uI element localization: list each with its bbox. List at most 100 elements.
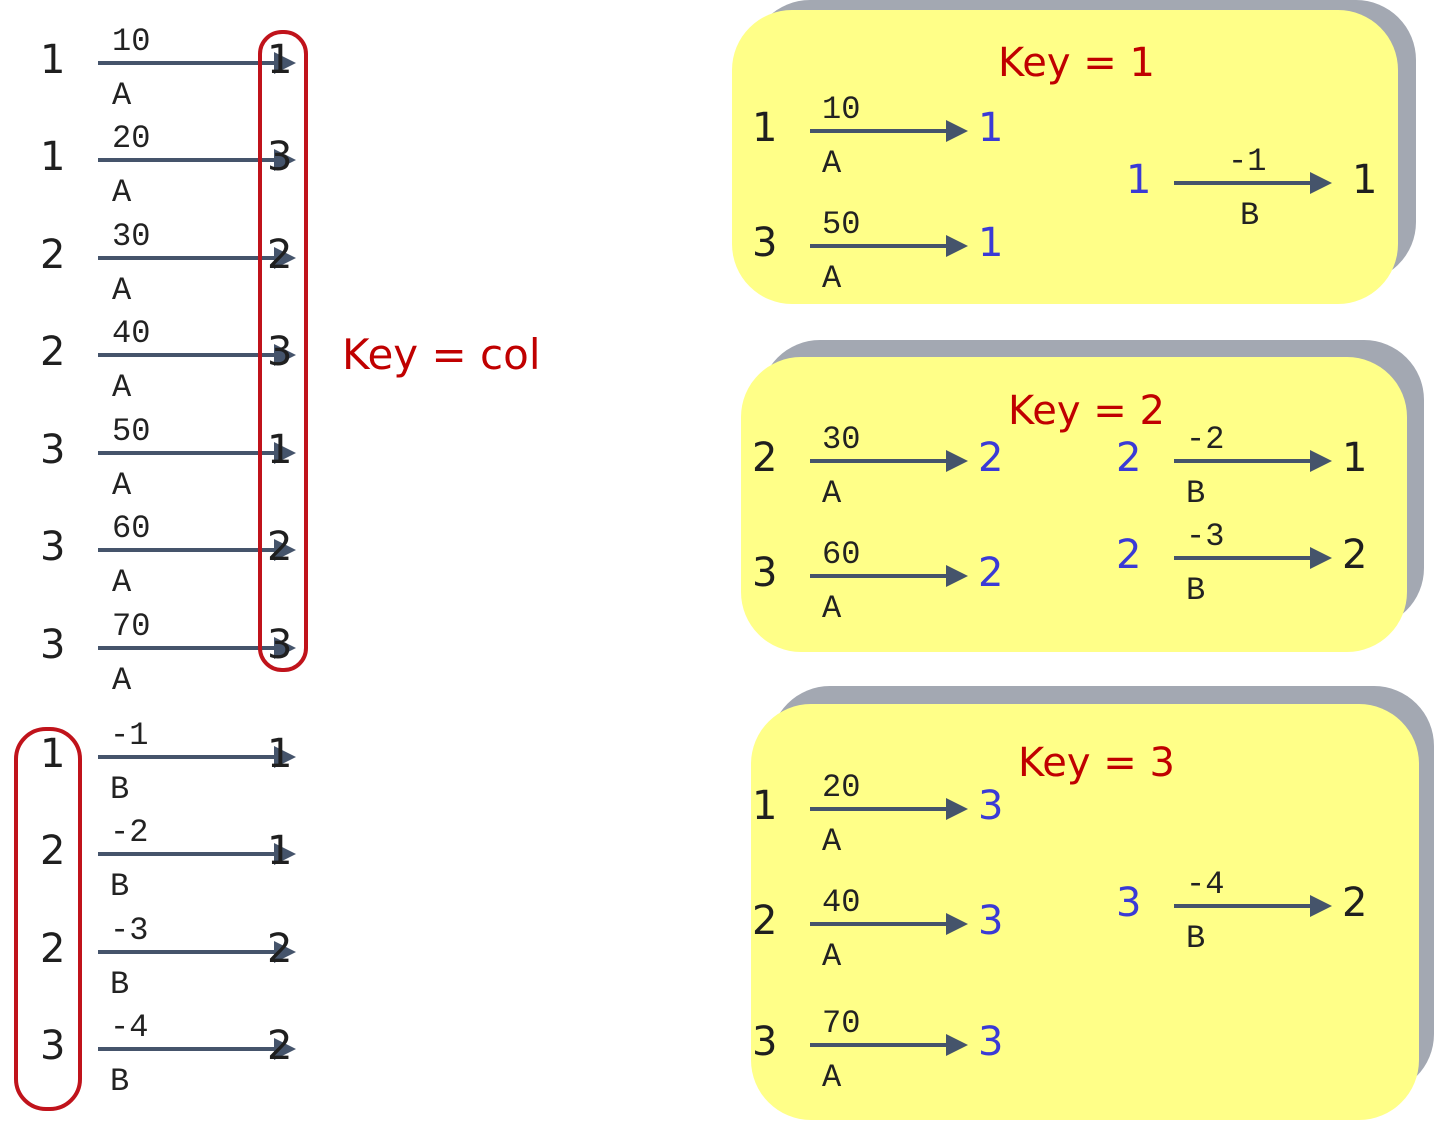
entry-col-index: 3 [978, 783, 1004, 829]
entry-col-index: 2 [1342, 880, 1368, 926]
entry-col-index: 3 [978, 898, 1004, 944]
entry-matrix-label: B [1186, 920, 1206, 957]
entry-row-index: 2 [1116, 532, 1142, 578]
entry-row-index: 2 [40, 926, 66, 972]
entry-value: 60 [112, 510, 151, 547]
entry-matrix-label: A [822, 145, 842, 182]
group-title: Key = 3 [1018, 740, 1175, 786]
entry-row-index: 3 [40, 1023, 66, 1069]
entry-matrix-label: A [112, 77, 132, 114]
arrow-right-icon [98, 247, 296, 269]
key-col-label: Key = col [342, 330, 541, 379]
entry-value: 50 [112, 413, 151, 450]
entry-matrix-label: B [110, 868, 130, 905]
entry-row-index: 3 [752, 550, 778, 596]
entry-col-index: 1 [267, 731, 293, 777]
entry-value: 70 [822, 1005, 861, 1042]
entry-value: 70 [112, 608, 151, 645]
entry-col-index: 3 [978, 1019, 1004, 1065]
entry-value: -2 [110, 814, 149, 851]
entry-row-index: 1 [752, 783, 778, 829]
entry-value: 10 [822, 91, 861, 128]
entry-value: 10 [112, 23, 151, 60]
entry-matrix-label: B [110, 1063, 130, 1100]
entry-value: 20 [822, 769, 861, 806]
entry-value: 60 [822, 536, 861, 573]
entry-matrix-label: B [110, 966, 130, 1003]
entry-matrix-label: A [822, 1059, 842, 1096]
arrow-right-icon [810, 120, 968, 142]
arrow-right-icon [810, 798, 968, 820]
arrow-right-icon [810, 1034, 968, 1056]
entry-col-index: 1 [978, 220, 1004, 266]
entry-col-index: 2 [267, 926, 293, 972]
entry-matrix-label: B [1186, 475, 1206, 512]
arrow-right-icon [98, 843, 296, 865]
entry-value: -4 [110, 1009, 149, 1046]
group-title: Key = 2 [1008, 388, 1165, 434]
group-box-key-2 [741, 357, 1407, 652]
entry-value: -1 [110, 717, 149, 754]
entry-value: -3 [110, 912, 149, 949]
entry-col-index: 1 [978, 105, 1004, 151]
entry-col-index: 2 [1342, 532, 1368, 578]
entry-matrix-label: A [112, 467, 132, 504]
entry-matrix-label: A [822, 475, 842, 512]
entry-matrix-label: B [110, 771, 130, 808]
entry-row-index: 1 [1126, 157, 1152, 203]
row-key-outline [14, 727, 82, 1111]
entry-row-index: 1 [40, 37, 66, 83]
entry-row-index: 3 [40, 427, 66, 473]
arrow-right-icon [810, 565, 968, 587]
entry-value: 30 [822, 421, 861, 458]
arrow-right-icon [810, 913, 968, 935]
entry-col-index: 2 [978, 550, 1004, 596]
arrow-right-icon [98, 746, 296, 768]
entry-matrix-label: A [112, 369, 132, 406]
column-key-outline [258, 30, 308, 672]
entry-matrix-label: A [822, 260, 842, 297]
entry-row-index: 3 [40, 524, 66, 570]
entry-row-index: 1 [752, 105, 778, 151]
group-box-key-3 [751, 704, 1419, 1120]
entry-value: 30 [112, 218, 151, 255]
entry-matrix-label: A [822, 590, 842, 627]
entry-row-index: 3 [40, 622, 66, 668]
entry-row-index: 2 [752, 435, 778, 481]
arrow-right-icon [98, 941, 296, 963]
entry-value: 40 [112, 315, 151, 352]
entry-matrix-label: A [112, 662, 132, 699]
entry-row-index: 1 [40, 134, 66, 180]
arrow-right-icon [1174, 450, 1332, 472]
arrow-right-icon [1174, 547, 1332, 569]
entry-col-index: 3 [267, 134, 293, 180]
entry-col-index: 2 [267, 1023, 293, 1069]
arrow-right-icon [98, 52, 296, 74]
arrow-right-icon [810, 235, 968, 257]
entry-row-index: 2 [40, 828, 66, 874]
entry-col-index: 2 [267, 232, 293, 278]
entry-value: -2 [1186, 421, 1225, 458]
entry-value: 50 [822, 206, 861, 243]
arrow-right-icon [1174, 895, 1332, 917]
entry-col-index: 1 [1352, 157, 1378, 203]
group-box-key-1 [732, 10, 1398, 304]
entry-col-index: 1 [267, 427, 293, 473]
entry-matrix-label: A [112, 564, 132, 601]
arrow-right-icon [98, 442, 296, 464]
arrow-right-icon [98, 344, 296, 366]
entry-col-index: 1 [267, 828, 293, 874]
arrow-right-icon [810, 450, 968, 472]
entry-value: 20 [112, 120, 151, 157]
entry-col-index: 2 [267, 524, 293, 570]
entry-value: -1 [1228, 143, 1267, 180]
entry-row-index: 2 [40, 329, 66, 375]
entry-row-index: 2 [40, 232, 66, 278]
entry-col-index: 3 [267, 329, 293, 375]
entry-matrix-label: A [112, 272, 132, 309]
entry-row-index: 3 [1116, 880, 1142, 926]
arrow-right-icon [98, 1038, 296, 1060]
entry-matrix-label: A [112, 174, 132, 211]
entry-row-index: 2 [1116, 435, 1142, 481]
arrow-right-icon [98, 149, 296, 171]
